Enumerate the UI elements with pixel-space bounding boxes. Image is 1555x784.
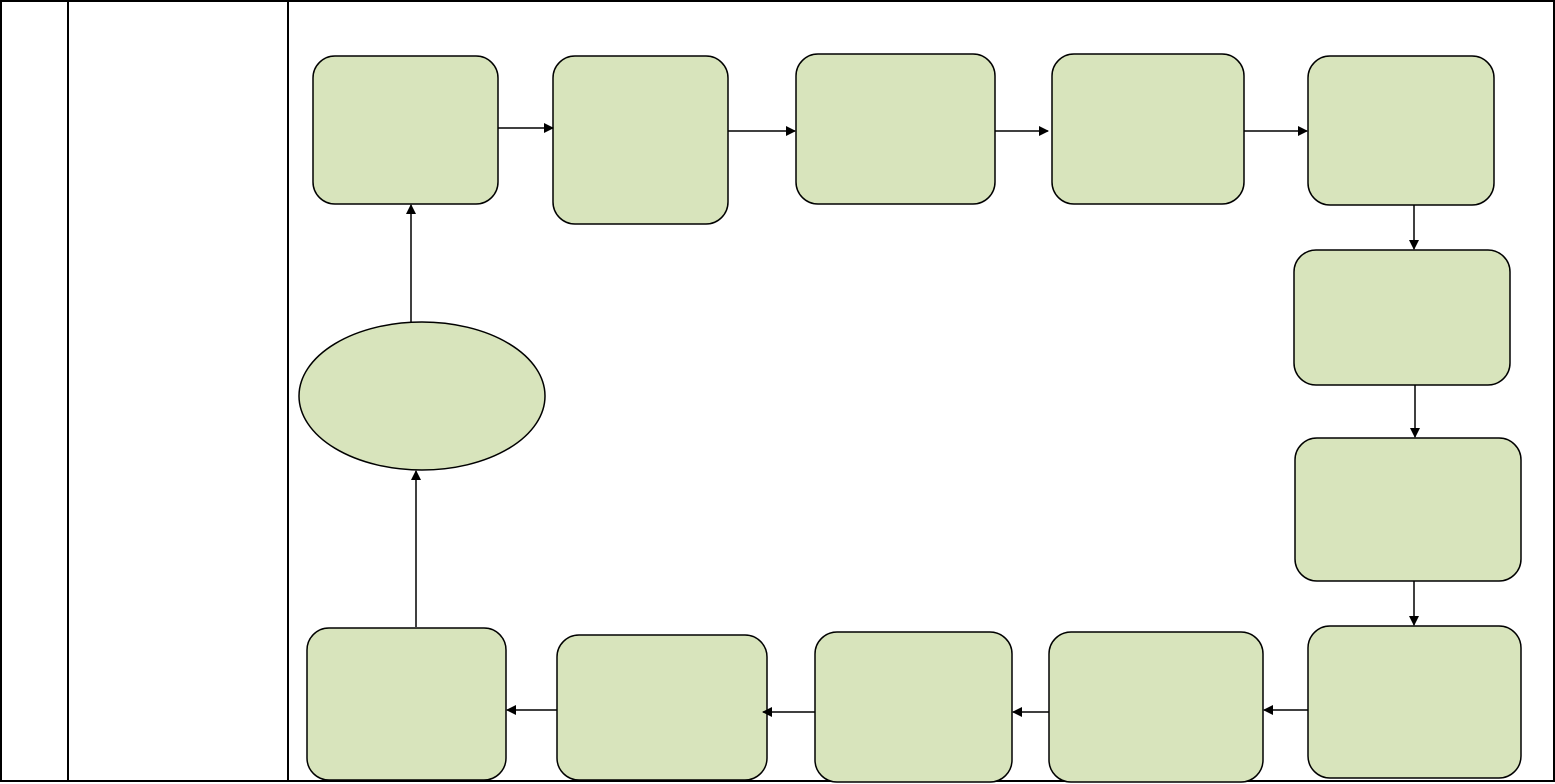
flow-node-3 [795, 53, 996, 205]
flow-node-4 [1051, 53, 1245, 205]
flow-node-2 [552, 55, 729, 225]
flow-node-8 [1307, 625, 1522, 779]
flow-node-start-ellipse [298, 321, 546, 471]
flow-node-1 [312, 55, 499, 205]
flow-node-9 [1048, 631, 1264, 783]
flow-node-11 [556, 634, 768, 781]
flow-node-6 [1293, 249, 1511, 386]
flow-node-5 [1307, 55, 1495, 206]
flow-node-7 [1294, 437, 1522, 582]
flow-node-12 [306, 627, 507, 781]
flow-node-10 [814, 631, 1013, 783]
